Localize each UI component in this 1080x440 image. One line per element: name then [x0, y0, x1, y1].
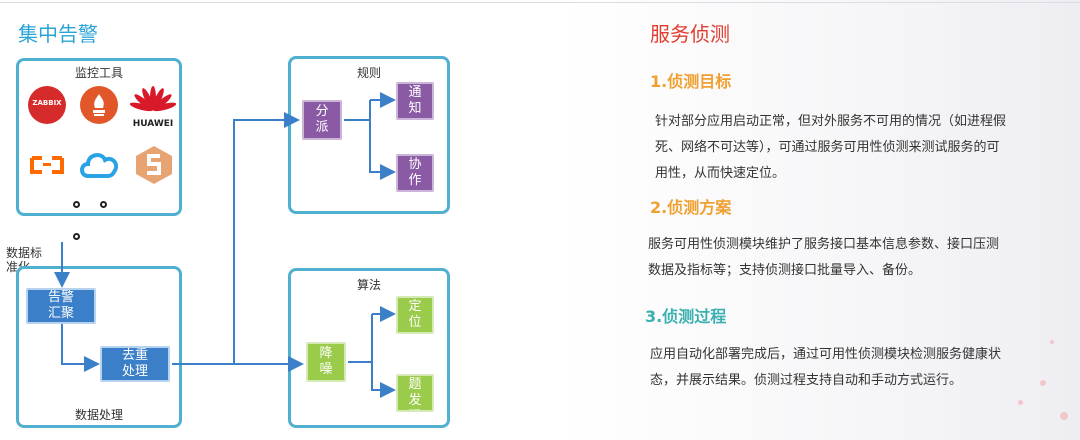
problem-discovery-node: 问题发现: [396, 374, 434, 412]
section1-line3: 用性，从而快速定位。: [655, 166, 786, 181]
orange-s-logo-icon: [134, 144, 174, 186]
prometheus-logo-icon: [80, 86, 118, 124]
more-dot-icon: [73, 201, 80, 208]
cloud-logo-icon: [78, 144, 122, 184]
section3-title: 3.侦测过程: [645, 307, 727, 326]
flow-arrows: [54, 92, 396, 398]
rules-label: 规则: [356, 66, 381, 80]
locate-node: 定位: [396, 296, 434, 334]
dedup-processing-node: 去重处理: [100, 346, 170, 382]
section3-line2: 态，并展示结果。侦测过程支持自动和手动方式运行。: [650, 373, 963, 388]
huawei-logo-icon: HUAWEI: [129, 84, 177, 132]
section3-line1: 应用自动化部署完成后，通过可用性侦测模块检测服务健康状: [650, 347, 1002, 362]
dispatch-node: 分派: [302, 100, 342, 140]
right-background: [560, 0, 1080, 440]
notify-node: 通知: [396, 82, 434, 120]
aliyun-logo-icon: [28, 150, 66, 180]
decorative-dot: [1018, 400, 1023, 405]
monitor-tools-label: 监控工具: [74, 66, 123, 80]
more-dot-icon: [73, 233, 80, 240]
alarm-aggregation-node: 告警汇聚: [26, 288, 96, 324]
section2-line1: 服务可用性侦测模块维护了服务接口基本信息参数、接口压测: [648, 237, 1000, 252]
collaborate-node: 协作: [396, 154, 434, 192]
algorithm-label: 算法: [356, 278, 381, 292]
zabbix-logo-icon: ZABBIX: [28, 86, 66, 124]
data-processing-label: 数据处理: [74, 408, 123, 422]
more-dot-icon: [100, 201, 107, 208]
section1-line1: 针对部分应用启动正常，但对外服务不可用的情况（如进程假: [655, 114, 1007, 129]
top-divider: [0, 2, 1080, 3]
monitor-tools-panel: [16, 58, 182, 216]
decorative-dot: [1040, 380, 1046, 386]
decorative-dot: [1050, 340, 1054, 344]
service-detection-heading: 服务侦测: [650, 22, 730, 46]
section2-title: 2.侦测方案: [650, 198, 732, 217]
section2-line2: 数据及指标等；支持侦测接口批量导入、备份。: [648, 263, 922, 278]
denoise-node: 降噪: [306, 342, 346, 382]
decorative-dot: [1060, 412, 1068, 420]
section1-title: 1.侦测目标: [650, 72, 732, 91]
page-title: 集中告警: [18, 22, 98, 46]
section1-line2: 死、网络不可达等），可通过服务可用性侦测来测试服务的可: [655, 140, 1000, 155]
